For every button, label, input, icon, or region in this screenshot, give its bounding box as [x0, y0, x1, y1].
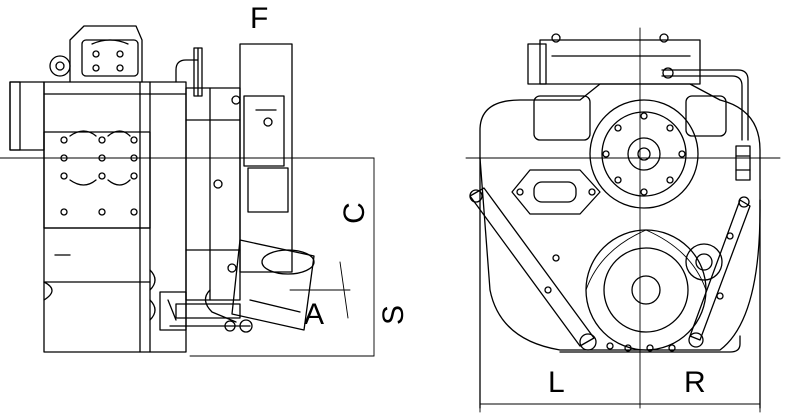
- dimension-label-c: C: [337, 202, 371, 224]
- front-housing: [479, 83, 761, 351]
- dimension-label-f: F: [250, 2, 269, 35]
- side-view: [0, 25, 375, 357]
- side-dimensions: [189, 43, 375, 357]
- front-top-cover: [539, 39, 701, 85]
- side-mid-section: [185, 87, 241, 301]
- front-pipe: [661, 69, 749, 141]
- front-view: [465, 27, 781, 413]
- side-housing: [43, 81, 187, 353]
- front-upper-bearing: [589, 99, 699, 209]
- dimension-label-s: S: [377, 304, 411, 326]
- side-lever: [175, 47, 199, 97]
- side-top-cover: [69, 25, 143, 83]
- dimension-label-r: R: [684, 366, 706, 399]
- front-base: [559, 335, 741, 353]
- dimension-label-a: A: [304, 298, 325, 331]
- front-filter: [735, 145, 751, 181]
- front-base-bolts: [544, 232, 734, 352]
- side-bolts: [60, 130, 138, 216]
- dimension-label-l: L: [548, 366, 565, 399]
- front-right-strut: [689, 199, 751, 341]
- front-clutch-plate: [511, 169, 601, 215]
- side-bolt-plate: [43, 131, 151, 229]
- side-left-flange: [9, 81, 45, 151]
- front-output-flange: [585, 229, 707, 351]
- side-oil-cooler: [159, 239, 315, 333]
- front-dimensions: [479, 395, 761, 413]
- front-pump: [685, 243, 723, 281]
